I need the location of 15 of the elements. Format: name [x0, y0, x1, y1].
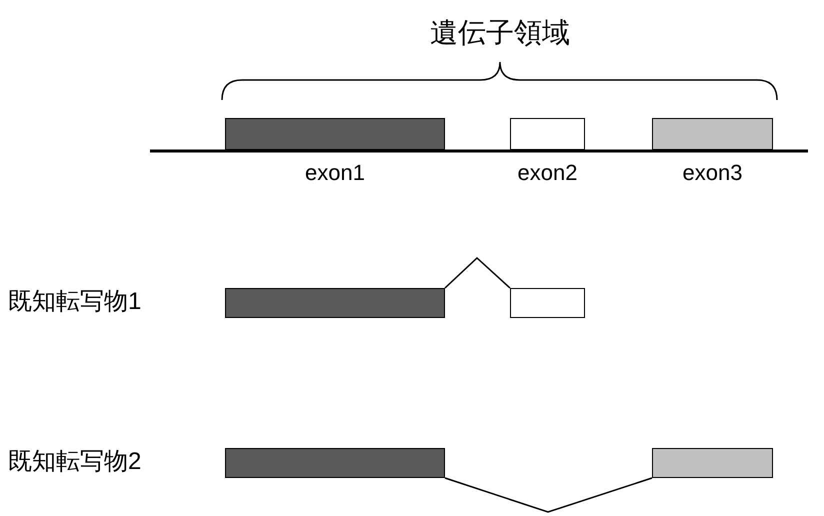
- exon-label: exon2: [518, 160, 578, 186]
- splice-line: [444, 256, 510, 289]
- exon-label: exon3: [682, 160, 742, 186]
- transcript-label: 既知転写物2: [8, 447, 142, 477]
- transcript-label: 既知転写物1: [8, 287, 142, 317]
- exon-bar: [652, 118, 773, 150]
- exon-label: exon1: [305, 160, 365, 186]
- exon-bar: [510, 288, 585, 318]
- exon-bar: [225, 288, 445, 318]
- exon-bar: [225, 448, 445, 478]
- gene-region-title: 遺伝子領域: [430, 16, 570, 50]
- exon-bar: [510, 118, 585, 150]
- exon-bar: [225, 118, 445, 150]
- exon-bar: [652, 448, 773, 478]
- splice-line: [444, 477, 652, 513]
